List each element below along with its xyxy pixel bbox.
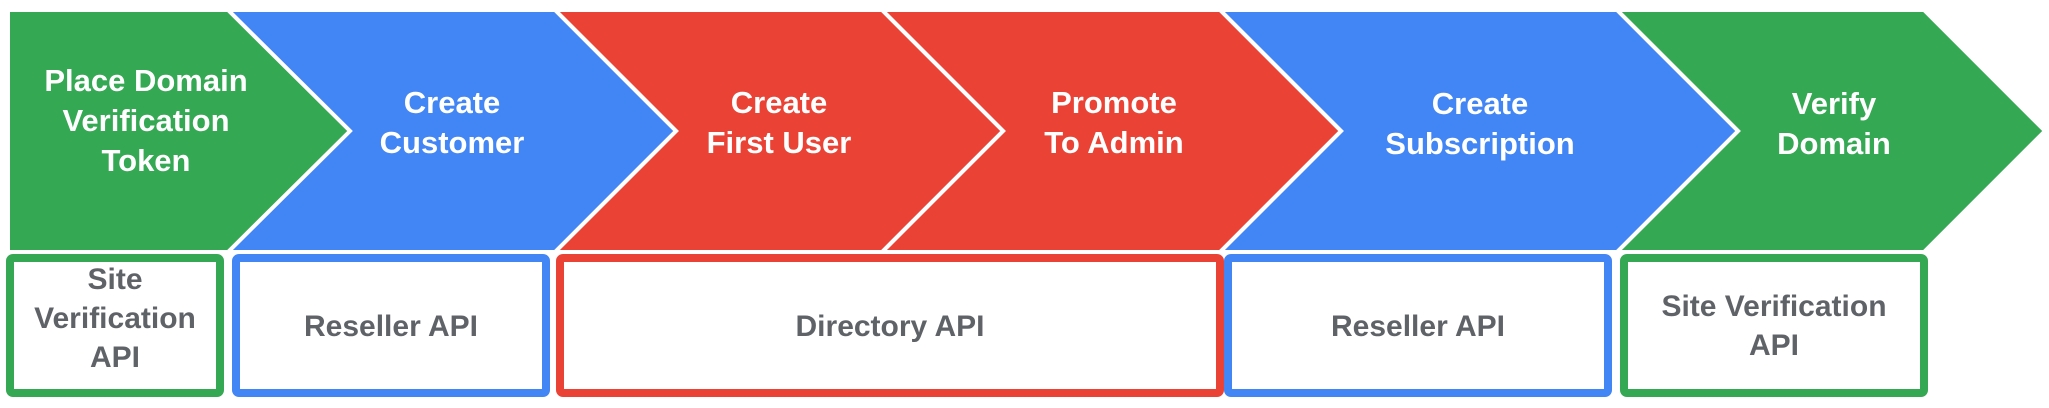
api-label-line: Site [87, 263, 142, 296]
api-label-line: Reseller API [1331, 310, 1505, 343]
step-label-line: To Admin [1044, 125, 1183, 160]
step-label-line: Create [1432, 86, 1529, 121]
step-label-line: Create [731, 85, 828, 120]
api-label-2: Reseller API [304, 310, 478, 343]
api-label-line: API [90, 341, 140, 374]
api-box-2 [232, 254, 550, 397]
api-label-line: Site Verification [1661, 290, 1886, 323]
api-label-3: Directory API [796, 310, 985, 343]
step-label-line: Customer [380, 125, 525, 160]
step-label-4: Promote To Admin [1044, 85, 1183, 160]
step-label-line: Verify [1792, 86, 1877, 121]
step-label-line: Create [404, 85, 501, 120]
step-label-line: Verification [62, 103, 229, 138]
api-label-line: API [1749, 329, 1799, 362]
api-label-4: Reseller API [1331, 310, 1505, 343]
step-label-line: Place Domain [44, 63, 247, 98]
api-box-4 [1224, 254, 1612, 397]
step-label-line: Subscription [1385, 126, 1574, 161]
api-box-1 [6, 254, 224, 397]
api-box-3 [556, 254, 1224, 397]
step-label-line: Domain [1777, 126, 1891, 161]
api-label-line: Directory API [796, 310, 985, 343]
step-label-line: Token [102, 143, 191, 178]
api-label-line: Verification [34, 302, 196, 335]
step-chevron-1 [6, 8, 353, 254]
step-label-line: First User [707, 125, 852, 160]
api-box-5 [1620, 254, 1928, 397]
api-label-line: Reseller API [304, 310, 478, 343]
step-label-line: Promote [1051, 85, 1177, 120]
